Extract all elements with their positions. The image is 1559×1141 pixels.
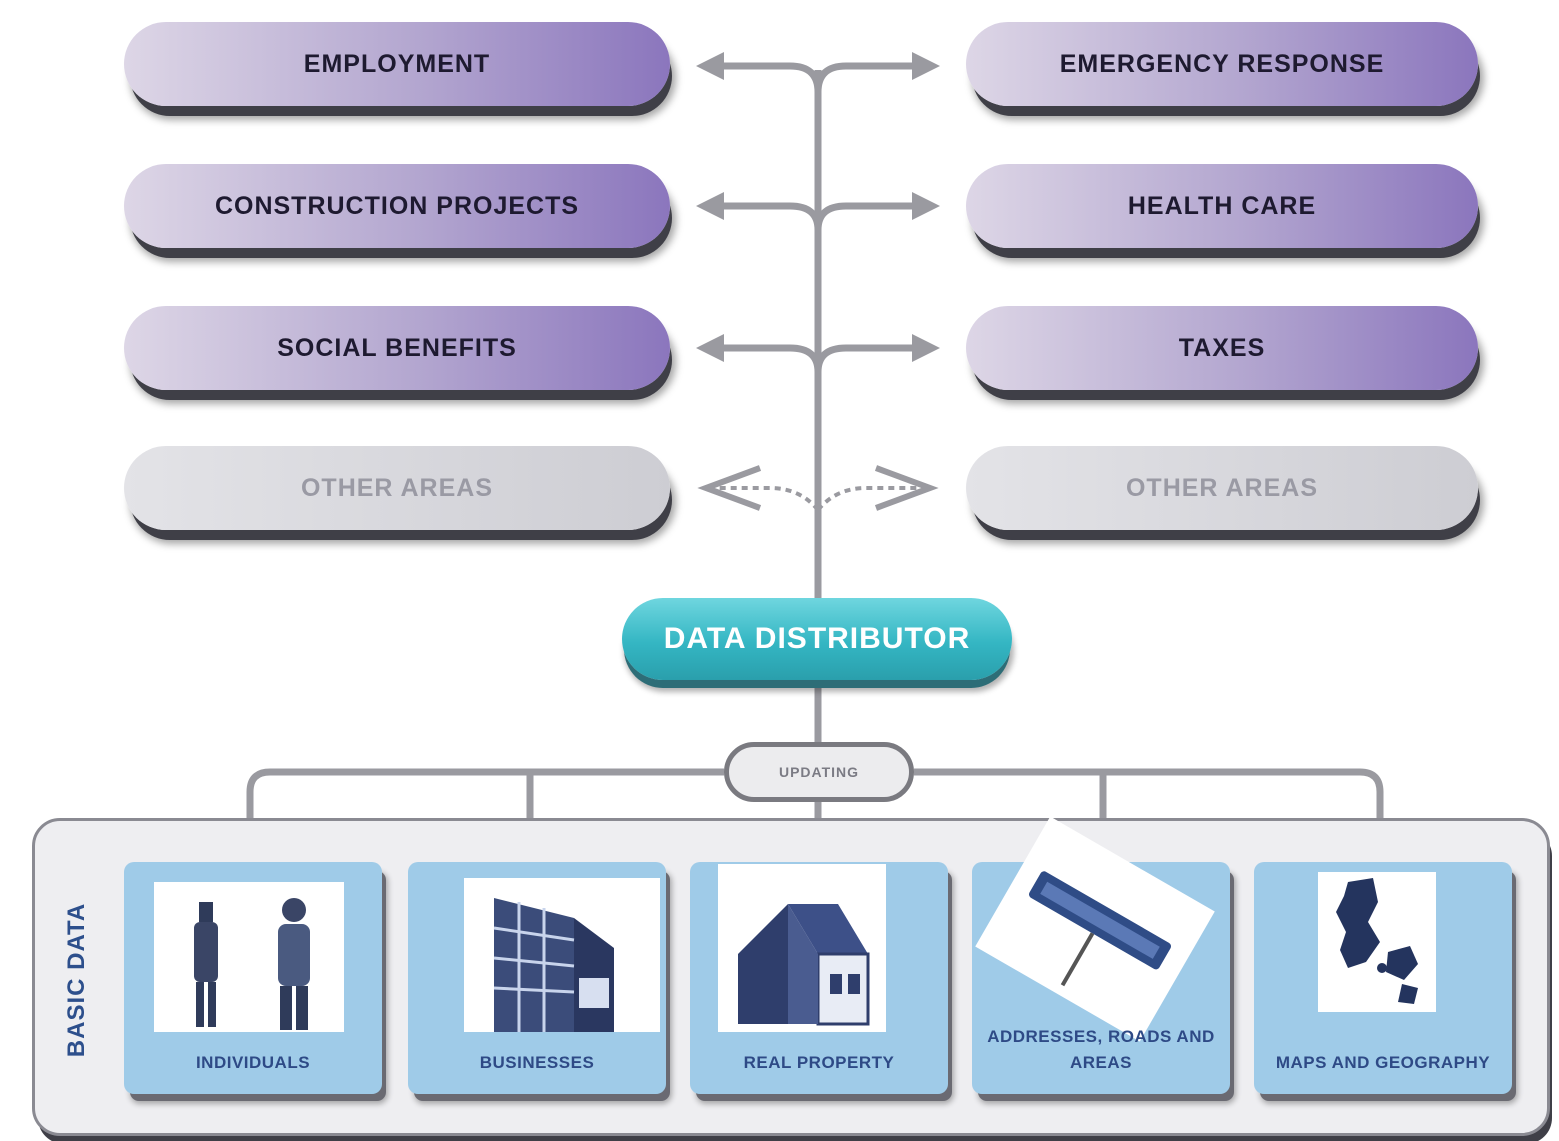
register-label: MAPS AND GEOGRAPHY <box>1275 1053 1491 1072</box>
basic-data-label-box: BASIC DATA <box>48 870 106 1090</box>
data-distributor-node: DATA DISTRIBUTOR <box>622 598 1012 680</box>
service-other-areas-right: OTHER AREAS <box>966 446 1478 530</box>
service-construction-projects: CONSTRUCTION PROJECTS <box>124 164 670 248</box>
service-label: HEALTH CARE <box>1127 191 1317 220</box>
service-employment: EMPLOYMENT <box>124 22 670 106</box>
register-label: ADDRESSES, ROADS AND AREAS <box>987 1027 1215 1072</box>
service-health-care: HEALTH CARE <box>966 164 1478 248</box>
street-sign-icon <box>975 816 1215 1042</box>
updating-node: UPDATING <box>724 742 914 802</box>
house-icon <box>718 864 886 1032</box>
service-label: OTHER AREAS <box>1125 473 1319 502</box>
register-label: REAL PROPERTY <box>743 1053 895 1072</box>
service-label: SOCIAL BENEFITS <box>277 333 517 362</box>
service-label: OTHER AREAS <box>300 473 494 502</box>
register-card-addresses: ADDRESSES, ROADS AND AREAS <box>972 816 1230 1094</box>
service-label: CONSTRUCTION PROJECTS <box>214 191 580 220</box>
branch-row-1 <box>696 52 940 93</box>
register-label: BUSINESSES <box>479 1053 595 1072</box>
data-distributor-label: DATA DISTRIBUTOR <box>663 622 971 655</box>
branch-row-3 <box>696 334 940 373</box>
service-emergency-response: EMERGENCY RESPONSE <box>966 22 1478 106</box>
office-building-icon <box>464 878 660 1032</box>
updating-label: UPDATING <box>778 764 860 780</box>
service-label: EMPLOYMENT <box>303 49 491 78</box>
service-label: TAXES <box>1178 333 1266 362</box>
register-card-maps: MAPS AND GEOGRAPHY <box>1254 862 1512 1094</box>
branch-row-2 <box>696 192 940 231</box>
register-card-individuals: INDIVIDUALS <box>124 862 382 1094</box>
register-label: INDIVIDUALS <box>195 1053 311 1072</box>
denmark-map-icon <box>1318 872 1436 1012</box>
service-taxes: TAXES <box>966 306 1478 390</box>
people-icon <box>154 882 344 1032</box>
service-label: EMERGENCY RESPONSE <box>1059 49 1385 78</box>
service-social-benefits: SOCIAL BENEFITS <box>124 306 670 390</box>
register-card-businesses: BUSINESSES <box>408 862 666 1094</box>
branch-row-4-dashed <box>697 465 939 512</box>
basic-data-label: BASIC DATA <box>63 902 90 1058</box>
service-other-areas-left: OTHER AREAS <box>124 446 670 530</box>
register-card-real-property: REAL PROPERTY <box>690 862 948 1094</box>
